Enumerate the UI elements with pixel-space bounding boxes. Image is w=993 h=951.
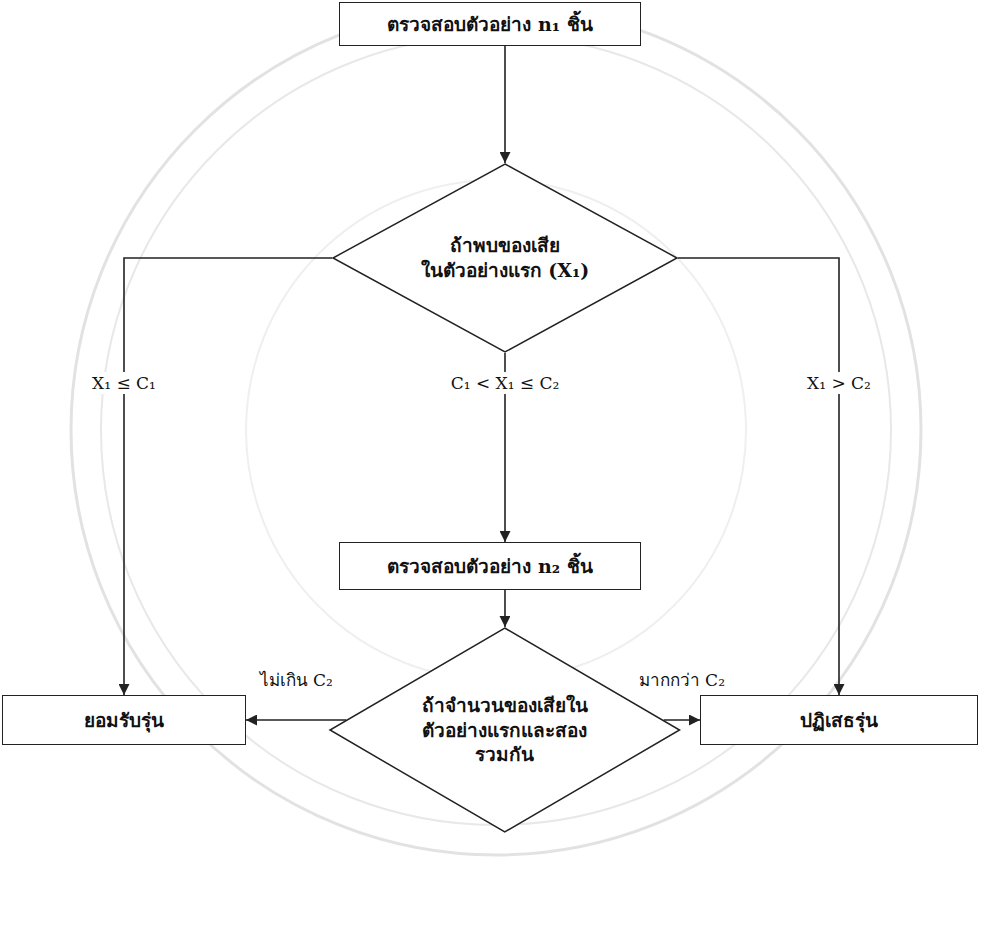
edge-label: X₁ > C₂ [804, 372, 874, 394]
flow-arrow [124, 258, 332, 695]
node-text: ถ้าจำนวนของเสียใน ตัวอย่างแรกและสอง รวมก… [410, 693, 600, 767]
process-box: ตรวจสอบตัวอย่าง n₁ ชิ้น [339, 2, 641, 46]
process-box: ยอมรับรุ่น [2, 695, 246, 745]
node-text: ถ้าพบของเสีย ในตัวอย่างแรก (X₁) [413, 233, 598, 282]
process-box: ปฏิเสธรุ่น [700, 695, 978, 745]
decision-diamond: ถ้าพบของเสีย ในตัวอย่างแรก (X₁) [332, 163, 678, 353]
flow-arrow [504, 46, 506, 163]
edge-label: ไม่เกิน C₂ [257, 669, 336, 691]
process-box: ตรวจสอบตัวอย่าง n₂ ชิ้น [339, 542, 641, 590]
node-text: ตรวจสอบตัวอย่าง n₁ ชิ้น [387, 11, 592, 38]
node-text: ยอมรับรุ่น [84, 707, 164, 734]
node-text: ตรวจสอบตัวอย่าง n₂ ชิ้น [387, 553, 592, 580]
node-text: ปฏิเสธรุ่น [800, 707, 878, 734]
flow-arrow [504, 590, 506, 627]
edge-label: มากกว่า C₂ [636, 669, 728, 691]
edge-label: C₁ < X₁ ≤ C₂ [448, 372, 563, 394]
decision-diamond: ถ้าจำนวนของเสียใน ตัวอย่างแรกและสอง รวมก… [329, 627, 681, 833]
flow-arrow [678, 258, 839, 695]
edge-label: X₁ ≤ C₁ [89, 372, 159, 394]
flow-arrow [246, 719, 346, 721]
diamond-outline [332, 163, 678, 353]
flow-arrow [664, 719, 700, 721]
